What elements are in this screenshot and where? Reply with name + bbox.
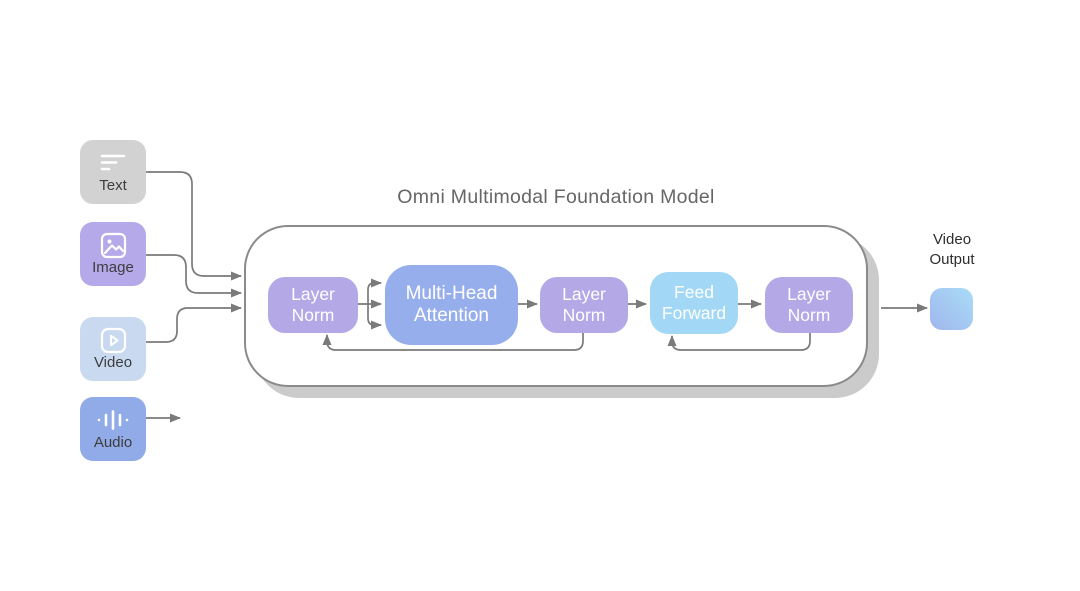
- video-output-box[interactable]: [930, 288, 973, 330]
- input-box-video[interactable]: Video: [80, 317, 146, 381]
- block-multi-head-attention[interactable]: Multi-Head Attention: [385, 265, 518, 345]
- wire-text-to-model: [146, 171, 242, 281]
- input-box-text[interactable]: Text: [80, 140, 146, 204]
- input-label-image: Image: [92, 259, 134, 276]
- wire-video-to-model: [146, 303, 242, 343]
- wire-image-to-model: [146, 254, 242, 298]
- audio-waveform-icon: [96, 406, 130, 434]
- block-layer-norm-2[interactable]: Layer Norm: [540, 277, 628, 333]
- block-feed-forward[interactable]: Feed Forward: [650, 272, 738, 334]
- model-title: Omni Multimodal Foundation Model: [397, 186, 715, 208]
- block-layer-norm-3[interactable]: Layer Norm: [765, 277, 853, 333]
- video-play-icon: [100, 326, 127, 354]
- input-label-text: Text: [99, 177, 127, 194]
- input-label-video: Video: [93, 354, 133, 371]
- input-box-audio[interactable]: Audio: [80, 397, 146, 461]
- block-layer-norm-1[interactable]: Layer Norm: [268, 277, 358, 333]
- image-icon: [100, 231, 127, 259]
- output-label: Video Output: [929, 231, 975, 269]
- text-lines-icon: [100, 149, 126, 177]
- input-box-image[interactable]: Image: [80, 222, 146, 286]
- input-label-audio: Audio: [93, 434, 133, 451]
